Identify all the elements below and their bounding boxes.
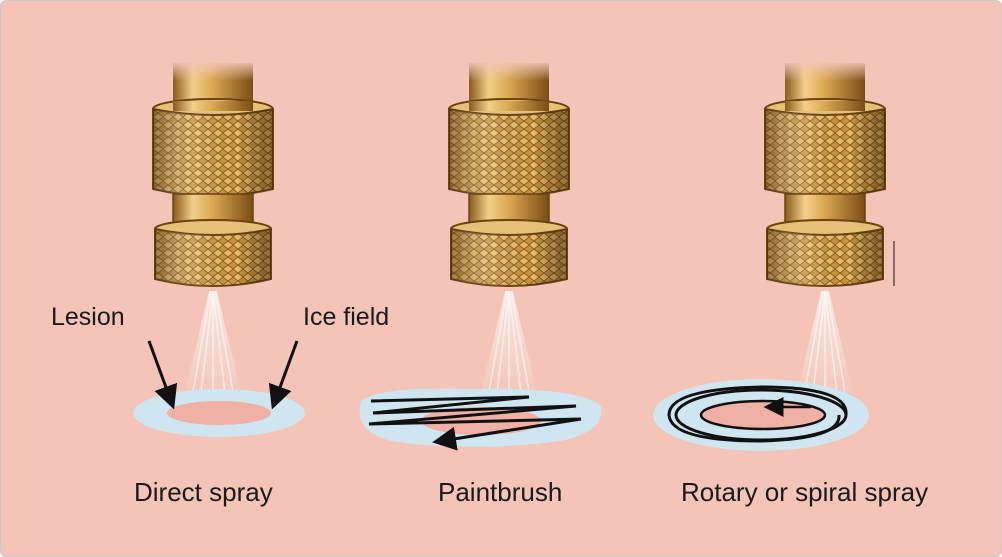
ice-field-label: Ice field [303, 303, 390, 331]
lesion-label: Lesion [51, 303, 125, 331]
paintbrush-caption: Paintbrush [438, 477, 563, 507]
paintbrush-ice-field [359, 388, 602, 451]
rotary-ice-field [653, 379, 869, 451]
cryo-nozzle-direct [152, 60, 274, 394]
paintbrush-motion-arrow [368, 395, 582, 451]
ice-field-arrow [268, 340, 299, 410]
lesion-arrow [147, 340, 178, 410]
direct-spray-caption: Direct spray [134, 477, 273, 507]
direct-spray-ice-field [133, 389, 305, 437]
cryo-nozzle-paintbrush [448, 60, 570, 394]
cryo-nozzle-rotary [764, 60, 886, 394]
rotary-spray-caption: Rotary or spiral spray [681, 477, 929, 507]
